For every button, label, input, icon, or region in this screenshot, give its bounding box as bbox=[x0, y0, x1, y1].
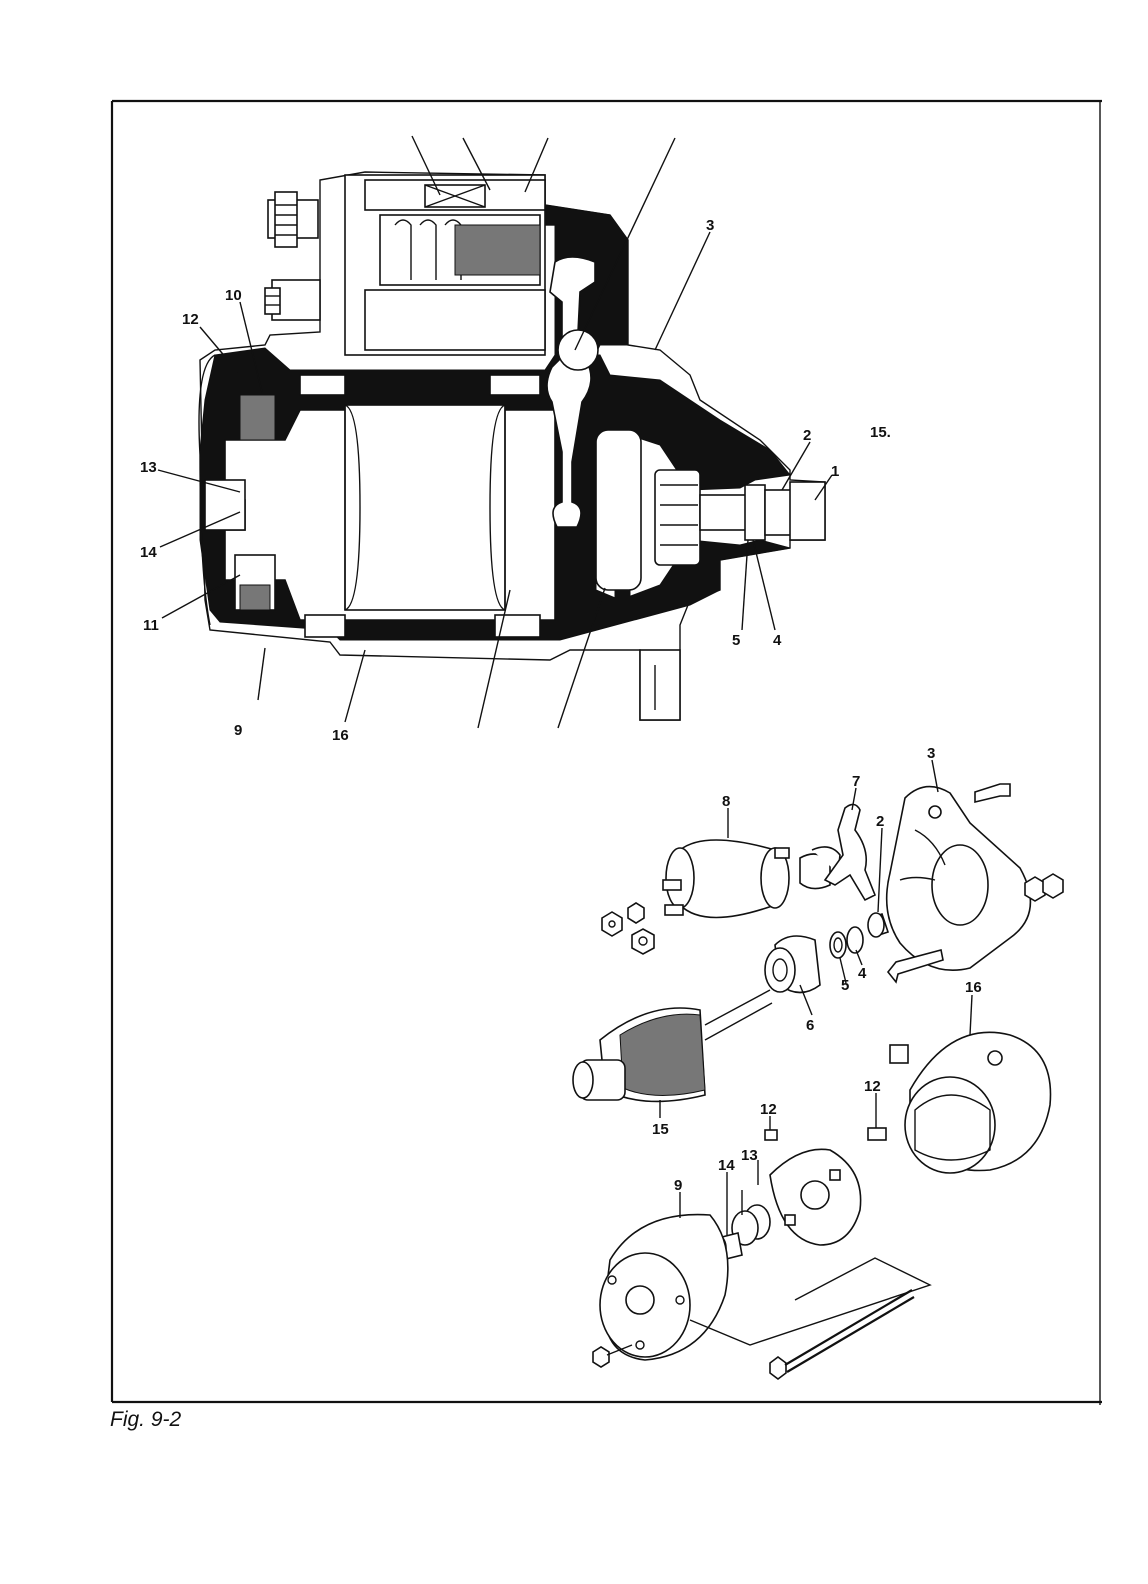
callout-3: 3 bbox=[706, 217, 714, 234]
armature bbox=[573, 990, 772, 1101]
exploded-callout-14: 14 bbox=[718, 1157, 735, 1174]
callout-16: 16 bbox=[332, 727, 349, 744]
end-frame bbox=[600, 1215, 728, 1360]
callout-1: 1 bbox=[831, 463, 839, 480]
callout-4: 4 bbox=[773, 632, 782, 649]
terminal-bolt-bottom bbox=[265, 280, 320, 320]
yoke bbox=[868, 1032, 1051, 1173]
exploded-callout-16: 16 bbox=[965, 979, 982, 996]
exploded-callout-8: 8 bbox=[722, 793, 730, 810]
exploded-callout-3: 3 bbox=[927, 745, 935, 762]
exploded-callout-4: 4 bbox=[858, 965, 867, 982]
exploded-view-drawing bbox=[573, 784, 1063, 1379]
callout-13: 13 bbox=[140, 459, 157, 476]
exploded-callout-13: 13 bbox=[741, 1147, 758, 1164]
exploded-callout-2: 2 bbox=[876, 813, 884, 830]
drive-housing bbox=[887, 787, 1031, 971]
terminal-bolt-top bbox=[268, 192, 318, 247]
callout-2: 2 bbox=[803, 427, 811, 444]
callout-12: 12 bbox=[182, 311, 199, 328]
callout-5: 5 bbox=[732, 632, 740, 649]
callout-15: 15. bbox=[870, 424, 891, 441]
exploded-callout-15: 15 bbox=[652, 1121, 669, 1138]
callout-10: 10 bbox=[225, 287, 242, 304]
exploded-callout-6: 6 bbox=[806, 1017, 814, 1034]
pinion-clutch bbox=[765, 936, 820, 993]
terminal-nuts bbox=[602, 903, 654, 954]
callout-14: 14 bbox=[140, 544, 157, 561]
solenoid-switch bbox=[663, 840, 789, 918]
figure-caption: Fig. 9-2 bbox=[110, 1408, 181, 1432]
callout-11: 11 bbox=[143, 617, 159, 634]
exploded-callout-5: 5 bbox=[841, 977, 849, 994]
callout-9: 9 bbox=[234, 722, 242, 739]
exploded-callout-12-a: 12 bbox=[760, 1101, 777, 1118]
exploded-callout-7: 7 bbox=[852, 773, 860, 790]
exploded-callout-9: 9 bbox=[674, 1177, 682, 1194]
exploded-callout-12-b: 12 bbox=[864, 1078, 881, 1095]
brush-holder-plate bbox=[765, 1130, 861, 1245]
